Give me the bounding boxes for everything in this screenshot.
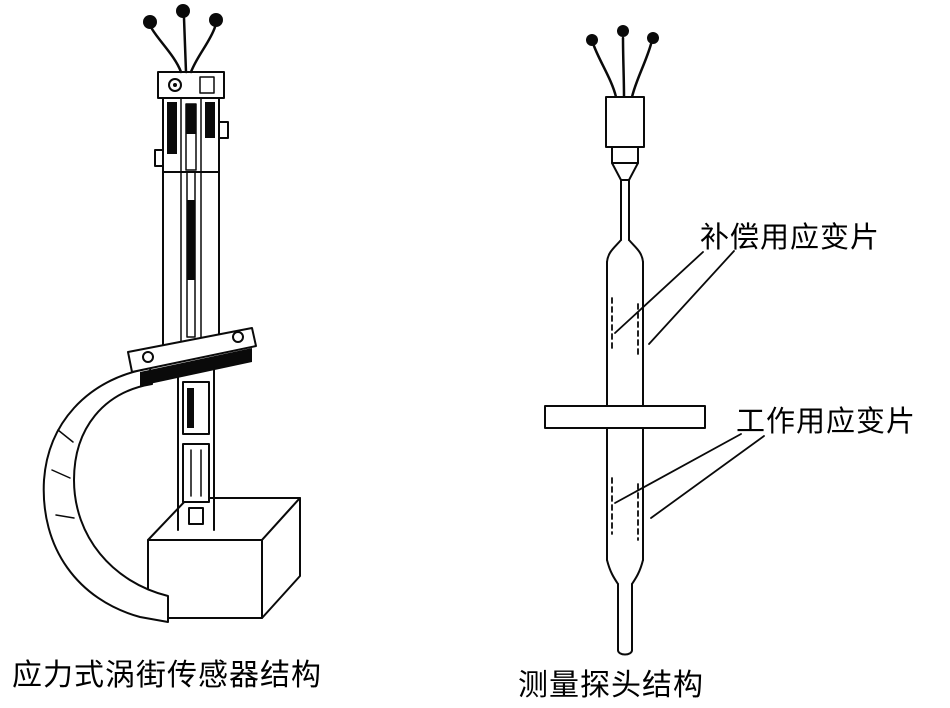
vortex-sensor-drawing (42, 4, 301, 623)
probe-flange-plate (544, 405, 706, 429)
probe-upper-shaft (606, 179, 644, 263)
probe-connector (605, 96, 645, 181)
upper-assembly (154, 71, 229, 173)
probe-lead-wires (586, 25, 659, 99)
c-clamp-body (42, 367, 169, 623)
left-figure-caption: 应力式涡街传感器结构 (12, 659, 322, 692)
compensation-gauge-label: 补偿用应变片 (700, 222, 881, 254)
leader-lines (614, 250, 765, 519)
working-strain-gauges (611, 477, 639, 541)
flange (127, 327, 257, 373)
probe-tip (606, 559, 644, 656)
working-gauge-label: 工作用应变片 (736, 406, 917, 438)
section-shading (140, 348, 252, 386)
probe-drawing (544, 25, 765, 656)
lower-column (177, 367, 215, 531)
compensation-strain-gauges (611, 297, 639, 355)
base-block (147, 497, 301, 619)
right-figure-caption: 测量探头结构 (518, 669, 704, 702)
upper-column (162, 171, 220, 353)
left-lead-wires (143, 4, 223, 74)
